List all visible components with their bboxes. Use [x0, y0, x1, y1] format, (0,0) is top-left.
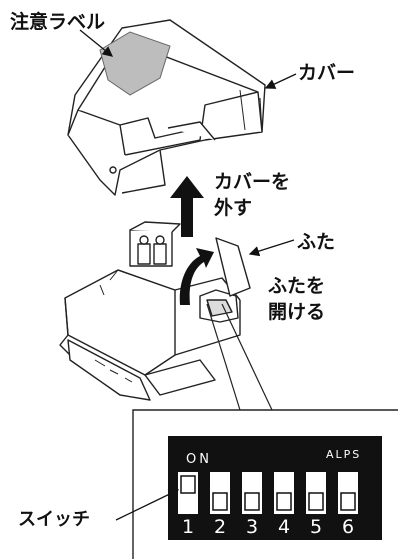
- up-arrow-icon: [170, 176, 204, 237]
- open-lid-label-line2: 開ける: [268, 301, 325, 323]
- dip-switch-knob-2: [212, 492, 228, 511]
- caution-label-leader: [79, 29, 114, 57]
- caution-label-sticker: [99, 31, 171, 96]
- dip-switch-number-6: 6: [342, 516, 354, 538]
- remove-cover-label-line1: カバーを: [214, 171, 290, 193]
- callout-line-right: [221, 303, 273, 411]
- unit-illustration: [59, 221, 251, 401]
- remove-cover-label-line2: 外す: [214, 196, 252, 219]
- dip-switch-knob-1: [180, 475, 196, 494]
- dip-switch-knob-3: [244, 492, 260, 511]
- dip-switch-knob-4: [276, 492, 292, 511]
- switch-label: スイッチ: [18, 509, 90, 530]
- lid-leader: [248, 239, 295, 257]
- dip-switch-number-4: 4: [278, 516, 290, 538]
- dip-switch-knob-6: [340, 492, 356, 511]
- dip-switch-brand-label: ALPS: [326, 448, 361, 461]
- dip-switch-number-2: 2: [214, 516, 226, 538]
- open-lid-arrow-icon: [179, 248, 214, 305]
- dip-switch-on-label: ON: [186, 452, 212, 467]
- caution-label-text: 注意ラベル: [10, 10, 105, 33]
- dip-switch-knob-5: [308, 492, 324, 511]
- dip-switch-number-3: 3: [246, 516, 258, 538]
- switch-leader: [115, 489, 180, 521]
- callout-line-left: [206, 303, 241, 411]
- lid-label: ふた: [297, 231, 335, 253]
- cover-leader: [264, 73, 297, 89]
- dip-switch-number-5: 5: [310, 516, 322, 538]
- callout-frame: [132, 409, 398, 559]
- cover-label: カバー: [298, 62, 355, 84]
- open-lid-label-line1: ふたを: [268, 275, 325, 297]
- dip-switch-number-1: 1: [182, 516, 194, 538]
